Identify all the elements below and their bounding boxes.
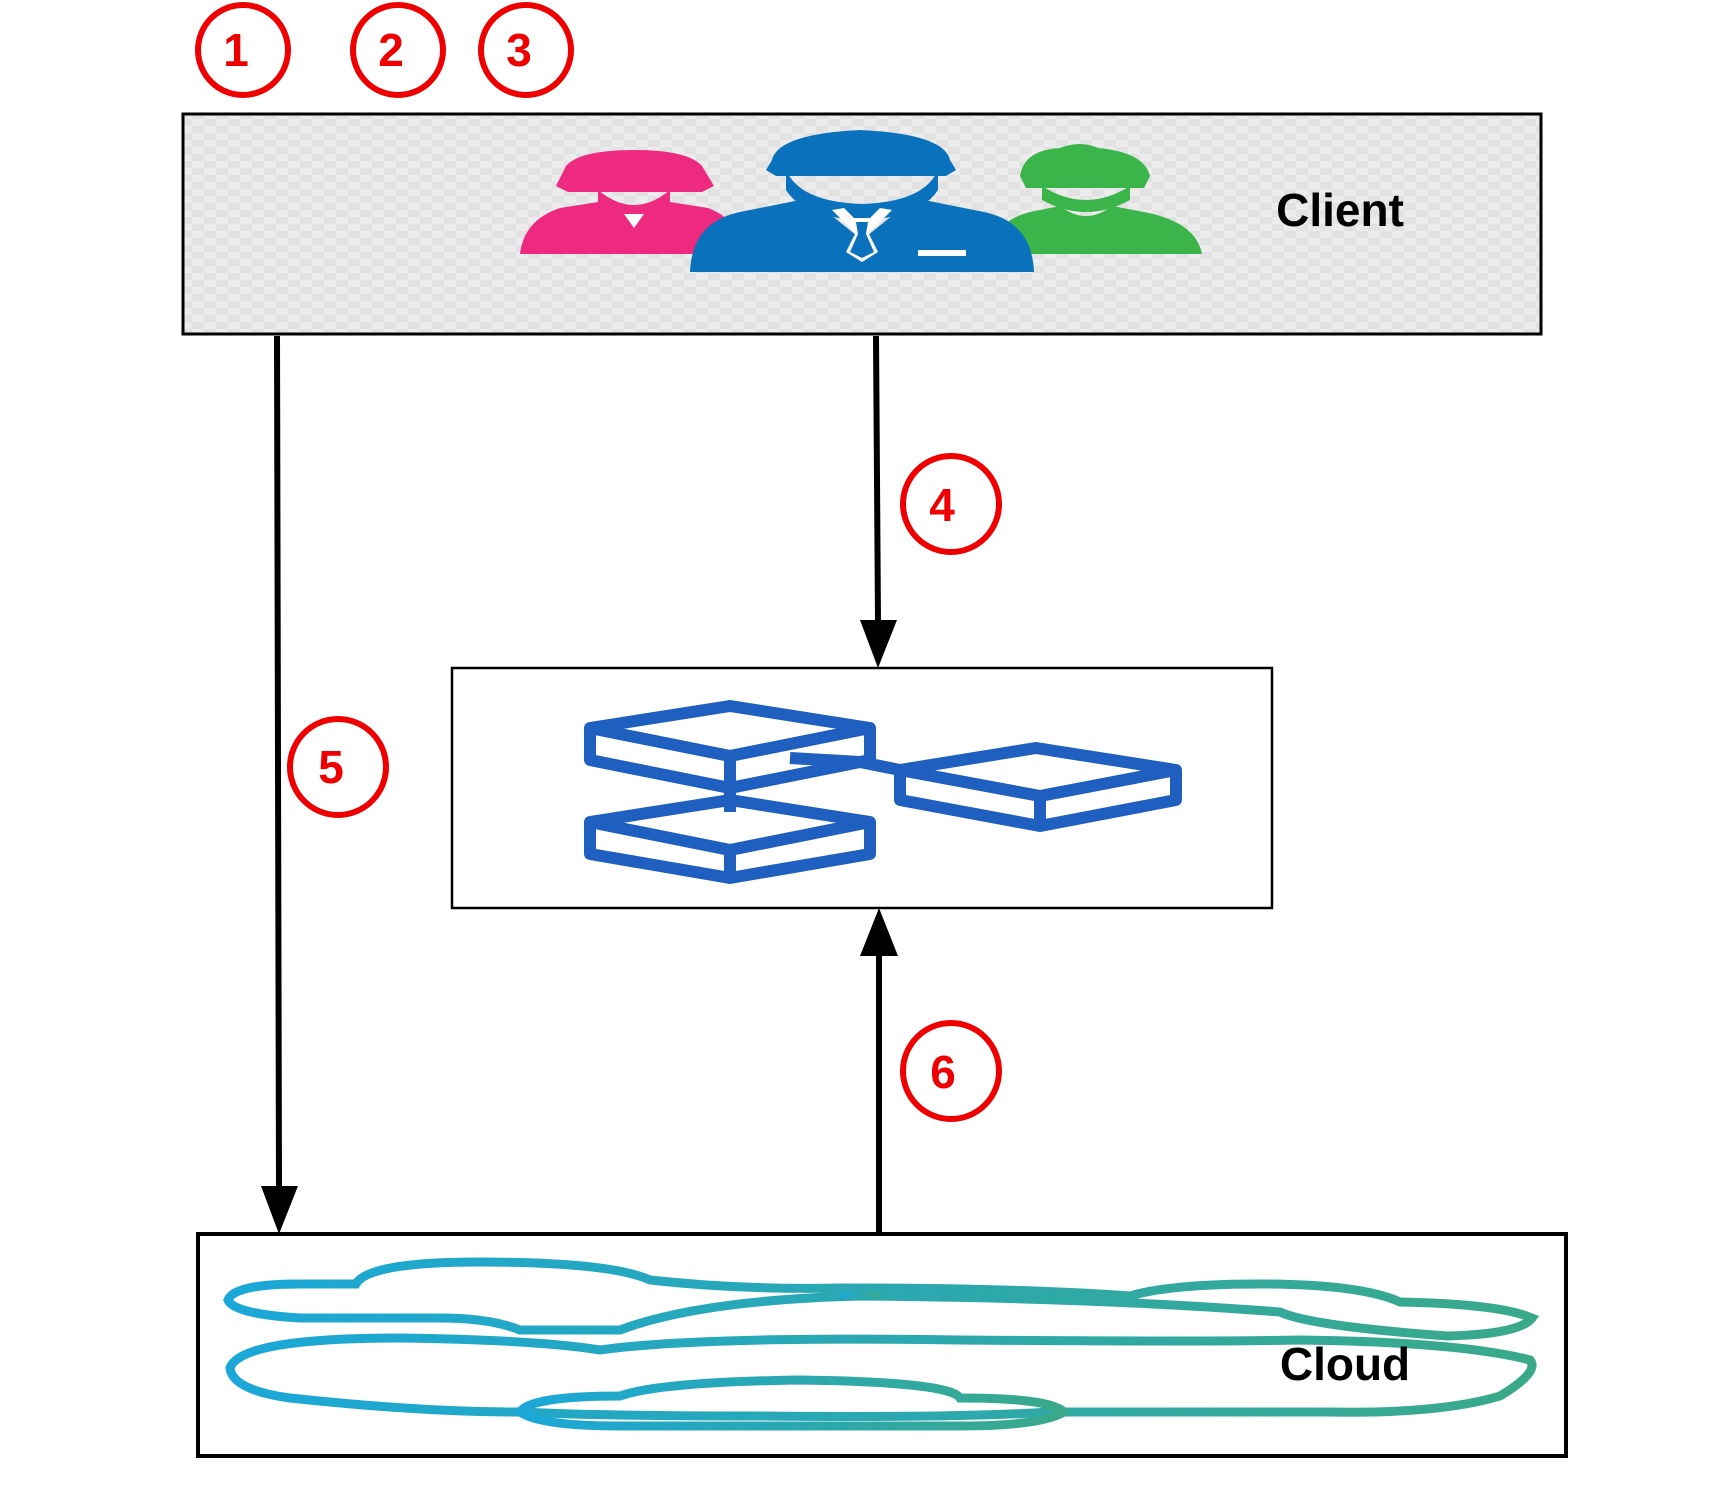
client-box: Client [181,112,1543,336]
step-marker-5: 5 [287,716,389,818]
step-number-2: 2 [378,24,404,76]
blocks-network-icon [584,700,1182,884]
arrow-cloud-to-blockchain [860,908,898,1234]
cloud-box: Cloud [196,1232,1568,1458]
step-marker-1: 1 [195,2,291,98]
step-number-3: 3 [506,24,532,76]
client-label: Client [1276,184,1404,236]
woman-user-icon [520,150,744,254]
step-marker-3: 3 [478,2,574,98]
arrow-client-to-cloud [261,335,298,1234]
step-marker-4: 4 [900,453,1002,555]
cloud-label: Cloud [1280,1338,1410,1390]
boy-user-icon [990,144,1202,254]
step-number-1: 1 [223,24,249,76]
arrow-client-to-blockchain [860,335,897,668]
step-marker-2: 2 [350,2,446,98]
cloud-outline-icon [223,1257,1540,1431]
man-user-icon [690,130,1034,272]
step-number-6: 6 [930,1046,956,1098]
step-number-4: 4 [929,479,955,531]
blockchain-box [450,666,1274,910]
step-marker-6: 6 [900,1020,1002,1122]
step-number-5: 5 [318,741,344,793]
